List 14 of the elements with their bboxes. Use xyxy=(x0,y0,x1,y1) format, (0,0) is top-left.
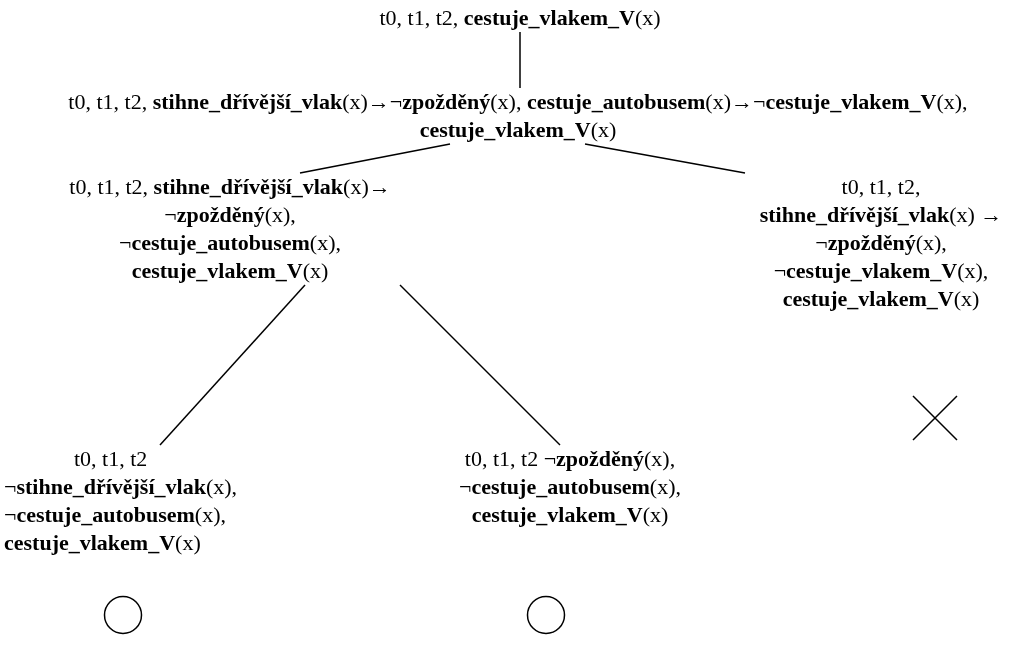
open-branch-circle xyxy=(526,595,566,635)
closed-branch-cross xyxy=(912,395,958,441)
tree-branch-line xyxy=(299,143,451,174)
formula-text: t0, t1, t2 ¬zpožděný(x), ¬cestuje_autobusem(x), cestuje_vlakem_V(x) xyxy=(400,445,740,529)
tree-branch-line xyxy=(519,31,521,89)
formula-text: t0, t1, t2 ¬stihne_dřívější_vlak(x), ¬cestuje_autobusem(x), cestuje_vlakem_V(x) xyxy=(4,445,354,557)
tree-branch-line xyxy=(159,284,306,446)
formula-text: t0, t1, t2, stihne_dřívější_vlak(x)→¬zpožděný(x), cestuje_autobusem(x)→¬cestuje_vlakem_V(x), cestuje_vlakem_V(x) xyxy=(18,88,1018,144)
open-branch-circle xyxy=(103,595,143,635)
tree-branch-line xyxy=(399,284,561,446)
formula-text: t0, t1, t2, stihne_dřívější_vlak(x) → ¬zpožděný(x), ¬cestuje_vlakem_V(x), cestuje_vlakem_V(x) xyxy=(735,173,1027,313)
formula-text: t0, t1, t2, stihne_dřívější_vlak(x)→ ¬zpožděný(x), ¬cestuje_autobusem(x), cestuje_vlakem_V(x) xyxy=(60,173,400,285)
tree-branch-line xyxy=(584,143,746,174)
formula-text: t0, t1, t2, cestuje_vlakem_V(x) xyxy=(310,4,730,32)
